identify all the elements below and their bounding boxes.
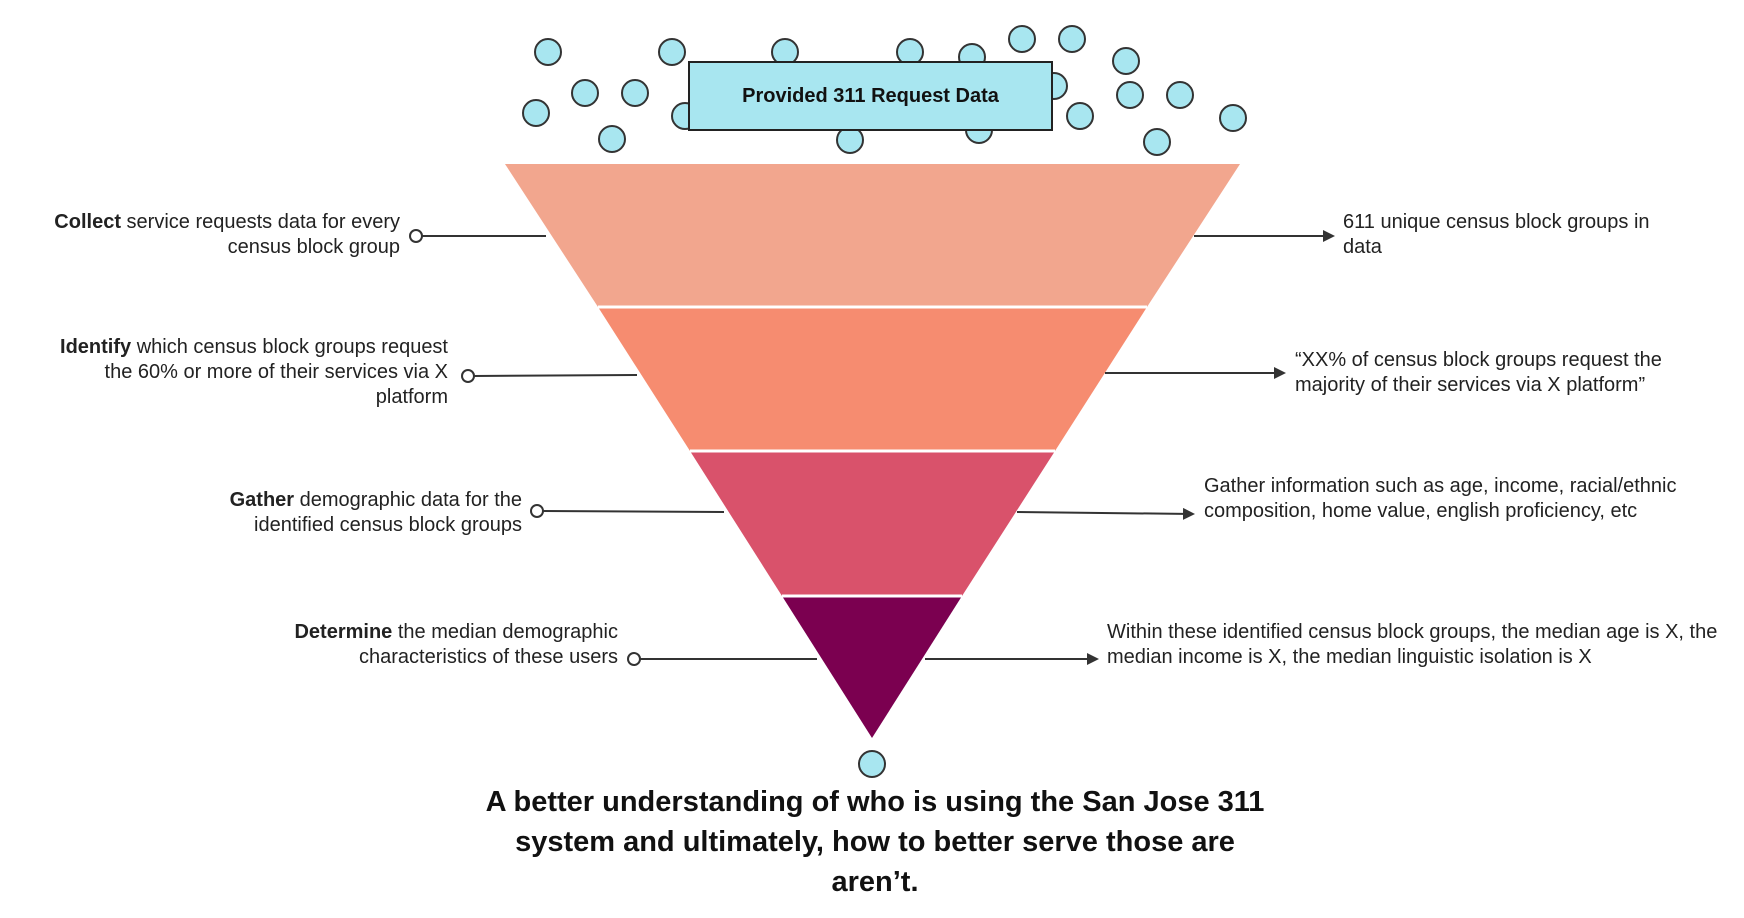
data-dot bbox=[1143, 128, 1171, 156]
left-connector-dot bbox=[461, 369, 475, 383]
step-1-action-text: service requests data for every census b… bbox=[120, 211, 400, 258]
left-connector-dot bbox=[627, 652, 641, 666]
conclusion-text: A better understanding of who is using t… bbox=[485, 786, 1265, 898]
step-1-action-verb: Collect bbox=[54, 211, 121, 233]
data-dot bbox=[571, 79, 599, 107]
step-1-outcome: 611 unique census block groups in data bbox=[1343, 211, 1650, 258]
left-connector-dot bbox=[530, 504, 544, 518]
funnel bbox=[505, 164, 1240, 738]
funnel-level-4 bbox=[782, 596, 962, 738]
right-arrow bbox=[1016, 507, 1195, 520]
left-connectors bbox=[409, 229, 817, 666]
step-3-action-verb: Gather bbox=[229, 489, 295, 511]
step-4-action-text: the median demographic characteristics o… bbox=[359, 621, 618, 668]
provided-data-label: Provided 311 Request Data bbox=[688, 61, 1053, 131]
step-4-action-verb: Determine bbox=[294, 621, 393, 643]
left-connector-line bbox=[542, 510, 725, 513]
step-2-action: Identify which census block groups reque… bbox=[28, 335, 448, 410]
data-dot bbox=[598, 125, 626, 153]
data-dot bbox=[522, 99, 550, 127]
right-arrows bbox=[925, 230, 1335, 665]
data-dot bbox=[658, 38, 686, 66]
step-3-action-text: demographic data for the identified cens… bbox=[254, 489, 522, 536]
data-dot bbox=[1219, 104, 1247, 132]
data-dot bbox=[1116, 81, 1144, 109]
step-2-outcome: “XX% of census block groups request the … bbox=[1295, 349, 1662, 396]
data-dot bbox=[1008, 25, 1036, 53]
step-3-action: Gather demographic data for the identifi… bbox=[162, 488, 522, 538]
step-2-action-text: which census block groups request the 60… bbox=[104, 336, 448, 408]
funnel-level-3 bbox=[690, 451, 1055, 596]
data-dot bbox=[1058, 25, 1086, 53]
data-dot bbox=[534, 38, 562, 66]
step-4-outcome: Within these identified census block gro… bbox=[1107, 621, 1718, 668]
output-dot bbox=[858, 750, 886, 778]
funnel-level-1 bbox=[505, 164, 1240, 307]
step-4-action: Determine the median demographic charact… bbox=[278, 620, 618, 670]
step-3-outcome: Gather information such as age, income, … bbox=[1204, 475, 1677, 522]
left-connector-dot bbox=[409, 229, 423, 243]
step-2-action-verb: Identify bbox=[60, 336, 132, 358]
data-dot bbox=[621, 79, 649, 107]
data-dot bbox=[1112, 47, 1140, 75]
step-1-action: Collect service requests data for every … bbox=[20, 210, 400, 260]
data-dot bbox=[1166, 81, 1194, 109]
data-dot bbox=[1066, 102, 1094, 130]
left-connector-line bbox=[473, 374, 638, 377]
funnel-level-2 bbox=[598, 307, 1147, 451]
